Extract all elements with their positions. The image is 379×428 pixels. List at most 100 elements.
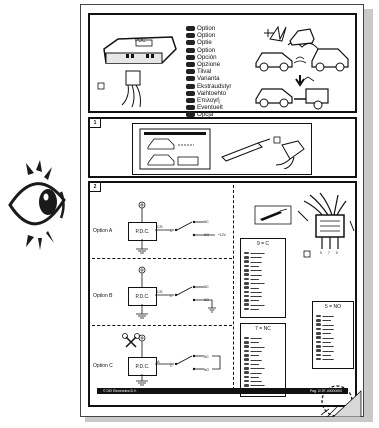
c-label: C [170, 364, 173, 368]
option-b-circuit [136, 266, 216, 319]
section-number: 1 [89, 118, 101, 128]
option-a-label: Option A [93, 228, 113, 234]
cs-label: CS [157, 289, 163, 294]
module-illustration [97, 36, 177, 108]
pin-7-colour-list: 7 = NC ▬▬▬▬ ▬▬▬ ▬▬▬▬▬ ▬▬▬▬ ▬▬▬ ▬▬▬▬ ▬▬▬ … [240, 323, 286, 397]
language-item: Vaihtoehto [186, 90, 236, 97]
language-item: Opción [186, 54, 236, 61]
probe-tool-illustration [254, 205, 292, 225]
colour-swatch-icon [316, 314, 321, 318]
language-item: Eventuelt [186, 104, 236, 111]
flag-icon [186, 69, 195, 75]
colour-swatch-icon [244, 371, 249, 374]
colour-swatch-icon [244, 303, 249, 306]
colour-swatch-icon [244, 358, 249, 361]
colour-rows: ▬▬▬▬ ▬▬▬ ▬▬▬▬▬ ▬▬▬▬ ▬▬▬ ▬▬▬▬ ▬▬▬ ▬▬▬▬▬ ▬… [244, 336, 264, 388]
colour-swatch-icon [244, 349, 249, 353]
colour-swatch-icon [316, 349, 321, 352]
probe-connector-illustration [221, 136, 305, 169]
row-divider [92, 325, 232, 326]
overview-panel: PDC Option Option Optie Option Opción Op… [88, 13, 357, 118]
colour-swatch-icon [244, 286, 249, 289]
flag-icon [186, 76, 195, 82]
footer-copyright: © DEI Electronics B.V. [103, 389, 137, 393]
language-item: Opzione [186, 61, 236, 68]
colour-swatch-icon [244, 341, 249, 344]
eye-icon [8, 160, 66, 250]
wire-harness-illustration [297, 192, 355, 258]
language-item: Ekstraudstyr [186, 83, 236, 90]
colour-swatch-icon [244, 375, 249, 379]
pdc-module-b: P.D.C. [128, 287, 157, 306]
flag-icon [186, 54, 195, 60]
colour-swatch-icon [316, 353, 321, 357]
row-divider [92, 258, 232, 259]
c-label: C [170, 229, 173, 233]
colour-swatch-icon [244, 290, 249, 294]
nc-label: NC [204, 220, 209, 224]
language-list: Option Option Optie Option Opción Opzion… [186, 25, 236, 118]
pin-9-heading: 9 = C [256, 241, 270, 247]
section-number: 2 [89, 182, 101, 192]
colour-swatch-icon [244, 299, 249, 302]
colour-swatch-icon [244, 273, 249, 276]
colour-swatch-icon [244, 264, 249, 268]
pdc-module-a: P.D.C. [128, 222, 157, 241]
colour-swatch-icon [316, 323, 321, 327]
option-a-circuit [136, 201, 215, 254]
language-item: Tilval [186, 68, 236, 75]
flag-icon [186, 97, 195, 103]
section-1-frame [132, 123, 312, 175]
a-label: A [157, 359, 160, 364]
language-item: Option [186, 32, 236, 39]
page-curl-icon [320, 385, 362, 417]
option-b-label: Option B [93, 293, 113, 299]
nc-label: NC [204, 285, 209, 289]
colour-swatch-icon [244, 345, 249, 349]
colour-swatch-icon [244, 307, 249, 311]
option-c-label: Option C [93, 363, 113, 369]
pin-5-colour-list: 5 = NO ▬▬▬▬ ▬▬▬ ▬▬▬▬ ▬▬▬▬ ▬▬▬ ▬▬▬▬ ▬▬▬ ▬… [312, 301, 354, 369]
module-label: PDC [135, 38, 146, 44]
colour-rows: ▬▬▬▬▬ ▬▬▬▬ ▬▬▬▬ ▬▬▬ ▬▬▬▬ ▬▬▬▬ ▬▬▬ ▬▬▬▬▬ … [244, 251, 264, 311]
colour-swatch-icon [244, 256, 249, 259]
colour-swatch-icon [244, 366, 249, 370]
language-item: Opcja [186, 111, 236, 118]
colour-swatch-icon [316, 340, 321, 344]
language-item: Επιλογή [186, 97, 236, 104]
colour-swatch-icon [244, 379, 249, 383]
section-1-panel: 1 [88, 117, 357, 178]
colour-swatch-icon [244, 281, 249, 285]
language-item: Option [186, 47, 236, 54]
section-2-panel: 2 Option A P.D.C. CS C NC NO +12V Option… [88, 181, 357, 407]
pin-number: 9 [320, 251, 322, 255]
flag-icon [186, 33, 195, 39]
language-item: Option [186, 25, 236, 32]
flag-icon [186, 40, 195, 46]
colour-swatch-icon [244, 336, 249, 340]
colour-swatch-icon [244, 277, 249, 281]
pin-number: 7 [328, 251, 330, 255]
colour-swatch-icon [244, 269, 249, 272]
c-label: C [170, 294, 173, 298]
colour-swatch-icon [244, 354, 249, 357]
nc-label: NC [204, 355, 209, 359]
column-divider [233, 185, 234, 390]
cs-label: CS [157, 224, 163, 229]
colour-swatch-icon [244, 260, 249, 264]
language-item: Varianta [186, 75, 236, 82]
pin-5-heading: 5 = NO [325, 304, 341, 310]
colour-swatch-icon [316, 319, 321, 322]
flag-icon [186, 112, 195, 118]
colour-swatch-icon [316, 327, 321, 331]
colour-swatch-icon [244, 384, 249, 387]
colour-rows: ▬▬▬▬ ▬▬▬ ▬▬▬▬ ▬▬▬▬ ▬▬▬ ▬▬▬▬ ▬▬▬ ▬▬▬▬ ▬▬▬… [316, 314, 334, 361]
colour-swatch-icon [244, 251, 249, 255]
flag-icon [186, 47, 195, 53]
voltage-label: +12V [218, 233, 226, 237]
flag-icon [186, 90, 195, 96]
colour-swatch-icon [316, 336, 321, 339]
colour-swatch-icon [316, 344, 321, 348]
pin-7-heading: 7 = NC [255, 326, 271, 332]
manual-page: PDC Option Option Optie Option Opción Op… [80, 4, 364, 417]
